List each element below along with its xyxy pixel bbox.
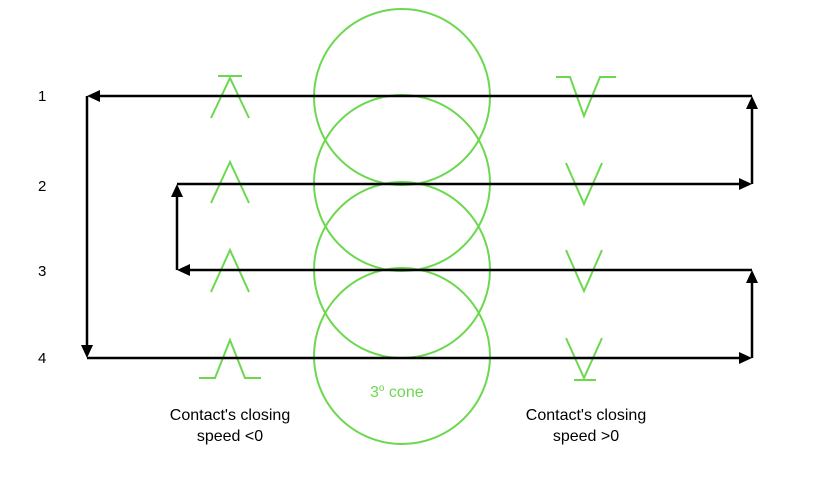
positive-speed-symbols <box>556 76 616 381</box>
arrowhead-left-outer <box>81 345 93 358</box>
negative-speed-symbol-1 <box>210 75 250 119</box>
cone-circles <box>313 8 491 445</box>
positive-speed-symbol-4 <box>565 337 603 381</box>
caption-negative-line2: speed <0 <box>197 428 263 445</box>
positive-speed-symbol-3 <box>565 249 603 294</box>
caption-positive-line2: speed >0 <box>553 428 619 445</box>
row-label-3: 3 <box>38 263 46 280</box>
scan-path <box>81 90 758 364</box>
row-label-1: 1 <box>38 88 46 105</box>
cone-circle-4 <box>313 267 491 445</box>
cone-label: 3o cone <box>370 383 424 401</box>
row-label-4: 4 <box>38 350 46 367</box>
arrowhead-right-upper <box>746 96 758 109</box>
arrowhead-row-4 <box>739 352 752 364</box>
arrowhead-right-lower <box>746 270 758 283</box>
caption-positive-line1: Contact's closing <box>526 407 646 424</box>
negative-speed-symbols <box>199 75 261 379</box>
negative-speed-symbol-2 <box>210 159 250 204</box>
arrowhead-row-3 <box>177 264 190 276</box>
arrowhead-left-inner <box>171 184 183 197</box>
positive-speed-symbol-1 <box>556 76 616 119</box>
arrowhead-row-2 <box>739 178 752 190</box>
negative-speed-symbol-3 <box>210 247 250 293</box>
row-label-2: 2 <box>38 178 46 195</box>
caption-negative-line1: Contact's closing <box>170 407 290 424</box>
positive-speed-symbol-2 <box>565 162 603 207</box>
negative-speed-symbol-4 <box>199 337 261 379</box>
arrowhead-row-1 <box>87 90 100 102</box>
